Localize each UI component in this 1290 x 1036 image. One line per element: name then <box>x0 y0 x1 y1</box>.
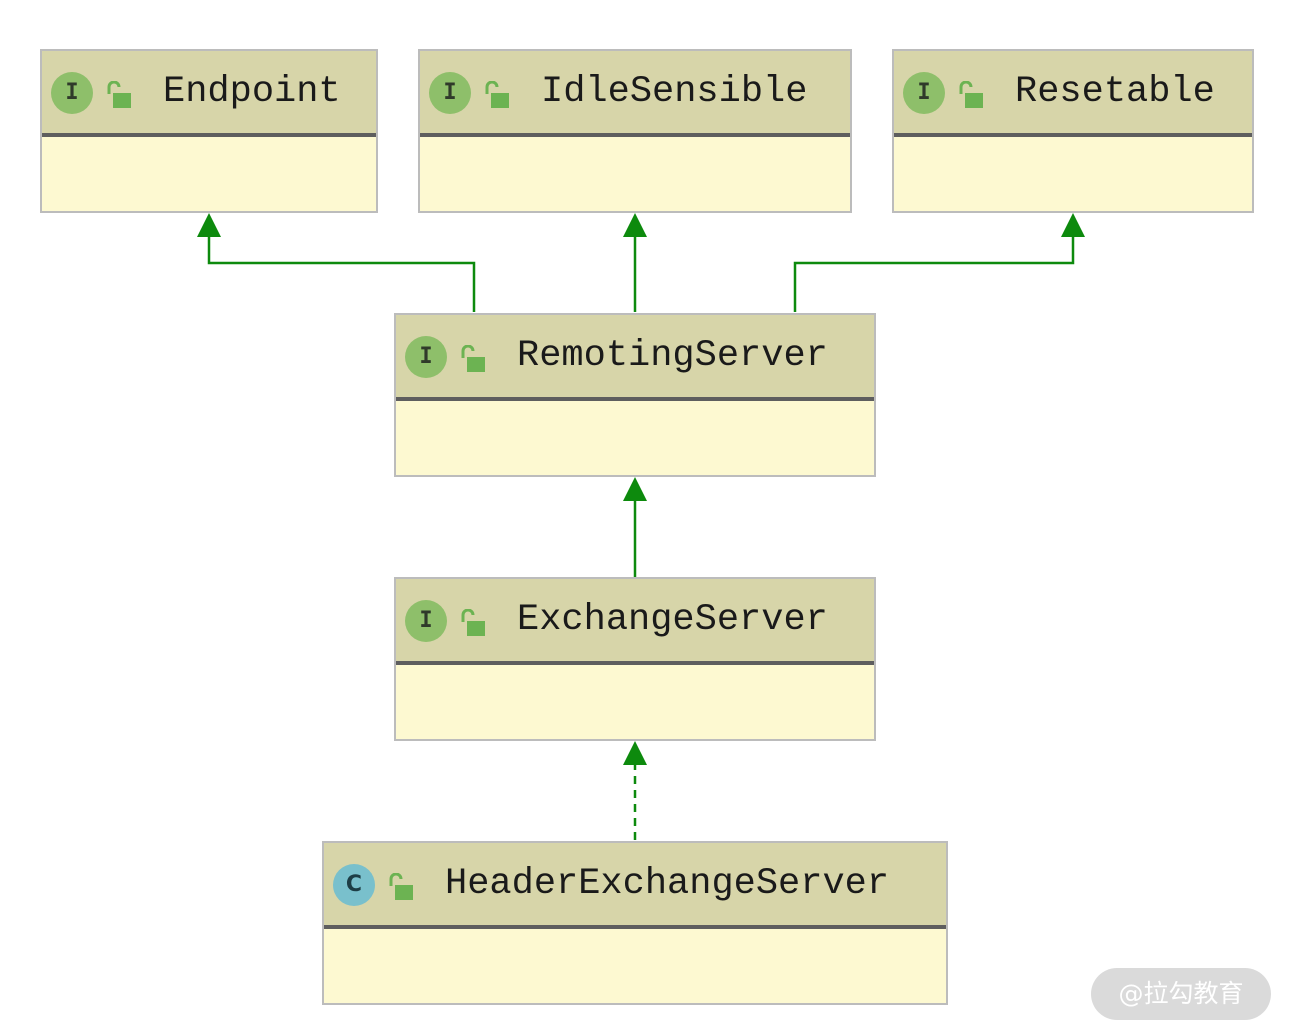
node-header: I ExchangeServer <box>396 579 874 665</box>
node-resetable[interactable]: I Resetable <box>892 49 1254 213</box>
interface-icon: I <box>429 72 471 114</box>
node-remotingserver[interactable]: I RemotingServer <box>394 313 876 477</box>
node-name: RemotingServer <box>517 335 828 377</box>
arrowhead-exchangeserver <box>623 741 647 765</box>
node-header: C HeaderExchangeServer <box>324 843 946 929</box>
node-name: ExchangeServer <box>517 599 828 641</box>
node-header: I IdleSensible <box>420 51 850 137</box>
interface-icon: I <box>51 72 93 114</box>
unlocked-padlock-icon <box>485 81 509 108</box>
edge-remotingserver-to-resetable <box>793 234 1075 312</box>
node-name: Resetable <box>1015 71 1215 113</box>
node-exchangeserver[interactable]: I ExchangeServer <box>394 577 876 741</box>
unlocked-padlock-icon <box>959 81 983 108</box>
node-header: I Endpoint <box>42 51 376 137</box>
watermark: @拉勾教育 <box>1091 968 1271 1020</box>
unlocked-padlock-icon <box>389 873 413 900</box>
arrowhead-resetable <box>1061 213 1085 237</box>
node-name: Endpoint <box>163 71 341 113</box>
node-header: I Resetable <box>894 51 1252 137</box>
node-endpoint[interactable]: I Endpoint <box>40 49 378 213</box>
interface-icon: I <box>405 336 447 378</box>
node-header: I RemotingServer <box>396 315 874 401</box>
node-name: HeaderExchangeServer <box>445 863 890 905</box>
node-name: IdleSensible <box>541 71 808 113</box>
edge-remotingserver-to-endpoint <box>207 234 476 312</box>
class-icon: C <box>333 864 375 906</box>
unlocked-padlock-icon <box>107 81 131 108</box>
arrowhead-idlesensible <box>623 213 647 237</box>
unlocked-padlock-icon <box>461 345 485 372</box>
interface-icon: I <box>405 600 447 642</box>
node-idlesensible[interactable]: I IdleSensible <box>418 49 852 213</box>
arrowhead-remotingserver <box>623 477 647 501</box>
node-headerexchangeserver[interactable]: C HeaderExchangeServer <box>322 841 948 1005</box>
unlocked-padlock-icon <box>461 609 485 636</box>
arrowhead-endpoint <box>197 213 221 237</box>
interface-icon: I <box>903 72 945 114</box>
